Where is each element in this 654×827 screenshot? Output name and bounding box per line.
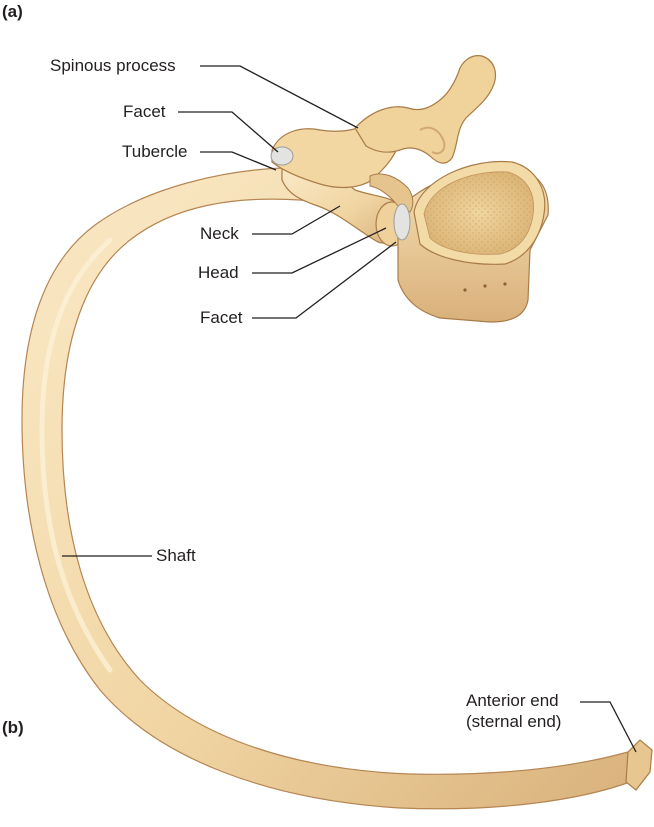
panel-label-a: (a): [2, 2, 23, 22]
foramen-dot: [463, 288, 466, 291]
label-neck: Neck: [200, 224, 239, 244]
tubercle-facet-cartilage: [271, 147, 293, 165]
label-spinous-process: Spinous process: [50, 56, 176, 76]
panel-label-b: (b): [2, 718, 24, 738]
foramen-dot: [503, 282, 506, 285]
leader-anterior-end: [580, 702, 636, 752]
label-shaft: Shaft: [156, 546, 196, 566]
label-head: Head: [198, 263, 239, 283]
label-anterior-end: Anterior end: [466, 690, 561, 711]
leader-tubercle: [200, 152, 276, 170]
spinous-process: [355, 56, 496, 163]
leader-facet-lower: [252, 242, 396, 318]
rib-anterior-end: [626, 740, 652, 790]
label-sternal-end: (sternal end): [466, 711, 561, 732]
label-anterior-end-group: Anterior end (sternal end): [466, 690, 561, 732]
label-facet-upper: Facet: [123, 102, 166, 122]
head-facet-cartilage: [394, 204, 410, 240]
label-facet-lower: Facet: [200, 308, 243, 328]
leader-spinous-process: [200, 66, 358, 128]
leader-facet-upper: [178, 112, 278, 152]
foramen-dot: [483, 284, 486, 287]
label-tubercle: Tubercle: [122, 142, 188, 162]
